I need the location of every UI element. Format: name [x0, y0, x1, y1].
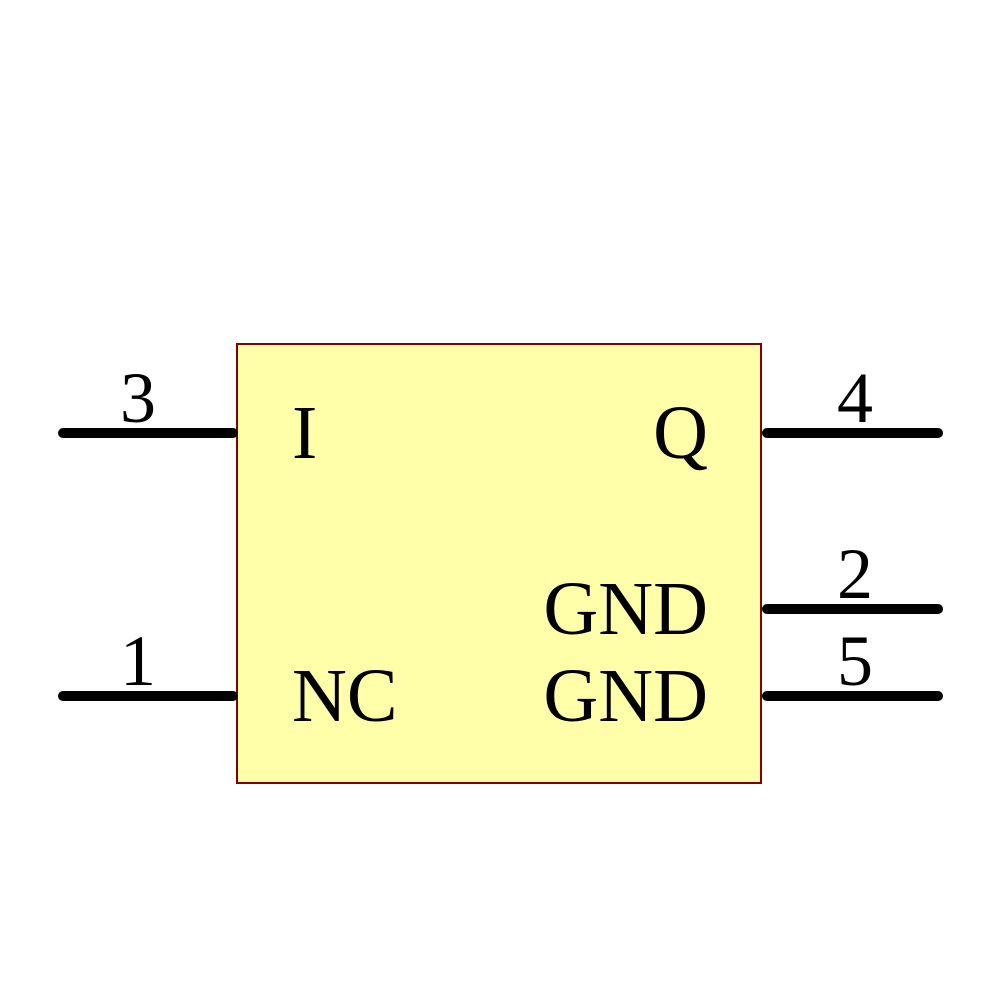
- pin-wire-1[interactable]: [58, 691, 238, 701]
- pin-number-5: 5: [837, 621, 873, 701]
- pin-number-2: 2: [837, 534, 873, 614]
- pin-number-4: 4: [837, 358, 873, 438]
- pin-label-gnd-5: GND: [543, 654, 708, 738]
- pin-number-3: 3: [120, 358, 156, 438]
- component-body-rectangle[interactable]: [236, 343, 762, 784]
- pin-label-q: Q: [653, 391, 708, 475]
- pin-label-gnd-2: GND: [543, 567, 708, 651]
- pin-label-nc: NC: [292, 654, 398, 738]
- pin-wire-2[interactable]: [762, 604, 943, 614]
- pin-wire-5[interactable]: [762, 691, 943, 701]
- pin-wire-4[interactable]: [762, 428, 943, 438]
- pin-label-i: I: [292, 391, 318, 475]
- pin-wire-3[interactable]: [58, 428, 238, 438]
- pin-number-1: 1: [120, 621, 156, 701]
